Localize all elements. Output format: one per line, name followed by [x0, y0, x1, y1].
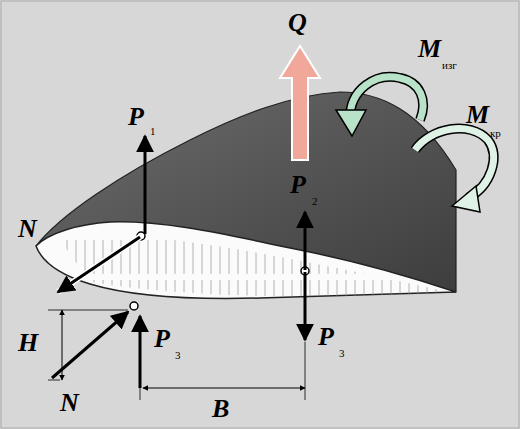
lift-arrow	[280, 46, 320, 160]
subscript-label: 3	[339, 348, 345, 359]
force-label: M	[466, 102, 489, 128]
moment-arrow-outline	[415, 129, 494, 198]
subscript-label: 2	[312, 196, 318, 207]
torque-moment-arrow	[415, 129, 494, 198]
force-label: P	[128, 104, 144, 130]
force-arrow	[144, 136, 147, 234]
dimension-line	[62, 310, 63, 380]
force-arrow	[304, 272, 307, 340]
section-hatching	[60, 236, 440, 297]
attachment-point	[130, 302, 138, 310]
force-arrow-halo	[58, 237, 140, 292]
force-label: P	[154, 326, 170, 352]
force-label: M	[418, 36, 441, 62]
force-label: N	[18, 216, 37, 242]
dimension-line	[143, 388, 305, 389]
extension-line	[305, 342, 306, 400]
moment-arrowhead	[336, 110, 366, 136]
force-arrow	[304, 212, 307, 270]
force-label: N	[60, 390, 79, 416]
force-arrow	[58, 237, 140, 292]
extension-line	[48, 310, 128, 311]
airfoil-section	[36, 222, 456, 299]
extension-line	[48, 380, 60, 381]
force-arrow	[52, 312, 128, 378]
subscript-label: 3	[175, 350, 181, 361]
force-label: P	[290, 172, 306, 198]
force-label: H	[18, 330, 38, 356]
subscript-label: изг	[442, 60, 457, 71]
moment-arrowhead	[452, 186, 480, 212]
subscript-label: 1	[150, 126, 156, 137]
subscript-label: кр	[490, 128, 501, 139]
force-label: B	[212, 396, 229, 422]
force-label: P	[318, 324, 334, 350]
force-label: Q	[288, 10, 307, 36]
extension-line	[140, 388, 141, 400]
force-arrow	[139, 316, 142, 388]
